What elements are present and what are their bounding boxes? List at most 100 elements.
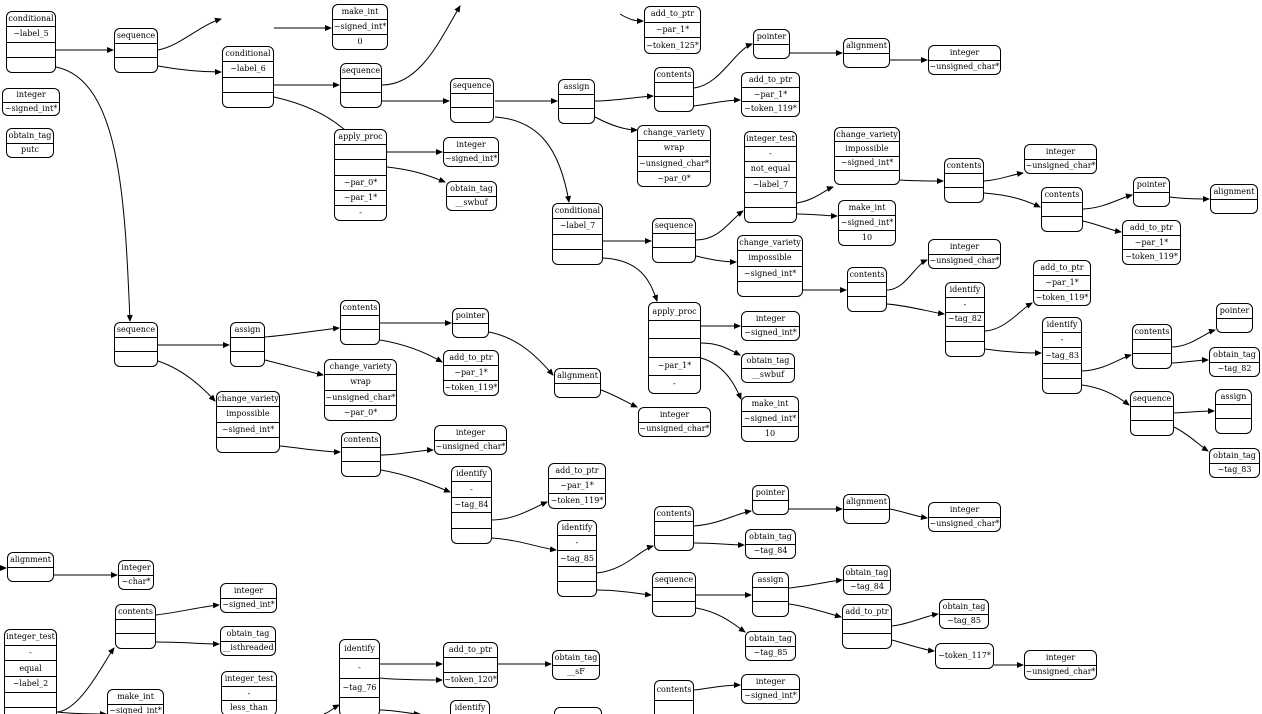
node-sequence[interactable]: sequence — [652, 218, 696, 263]
node-integer[interactable]: integer~signed_int* — [443, 137, 499, 167]
node-apply-proc[interactable]: apply_proc~par_1*- — [648, 302, 701, 394]
node-pointer[interactable]: pointer — [1216, 303, 1253, 333]
node-add-to-ptr[interactable]: add_to_ptr~par_1*~token_119* — [443, 350, 499, 396]
node-add-to-ptr[interactable]: add_to_ptr~par_1*~token_119* — [1122, 220, 1181, 265]
node-identify[interactable]: identify-~tag_76 — [339, 639, 380, 714]
node-identify[interactable]: identify — [450, 700, 490, 714]
node-pointer[interactable]: pointer — [452, 308, 489, 338]
node-integer[interactable]: integer~unsigned_char* — [928, 45, 1001, 75]
node-integer[interactable]: integer~char* — [118, 560, 154, 590]
node-integer[interactable]: integer~unsigned_char* — [434, 425, 507, 455]
node-blank[interactable] — [554, 707, 602, 714]
node-contents[interactable]: contents — [944, 158, 984, 203]
node-token-117[interactable]: ~token_117* — [935, 643, 994, 669]
node-identify[interactable]: identify-~tag_84 — [451, 466, 492, 544]
node-identify[interactable]: identify-~tag_83 — [1042, 317, 1082, 394]
node-obtain-tag[interactable]: obtain_tag~tag_85 — [939, 599, 989, 629]
node-integer[interactable]: integer~signed_int* — [220, 583, 277, 613]
node-field: ~label_2 — [5, 676, 56, 692]
node-contents[interactable]: contents — [340, 300, 380, 345]
node-alignment[interactable]: alignment — [843, 38, 890, 68]
node-alignment[interactable]: alignment — [7, 552, 54, 582]
node-obtain-tag[interactable]: obtain_tag~tag_84 — [843, 565, 891, 595]
node-sequence[interactable]: sequence — [652, 572, 696, 617]
node-integer[interactable]: integer~unsigned_char* — [638, 407, 711, 437]
node-make-int[interactable]: make_int~signed_int* — [107, 689, 164, 714]
node-make-int[interactable]: make_int~signed_int*10 — [741, 396, 799, 442]
node-obtain-tag[interactable]: obtain_tag~tag_83 — [1209, 448, 1260, 478]
node-contents[interactable]: contents — [115, 604, 156, 649]
node-contents[interactable]: contents — [654, 680, 694, 714]
node-contents[interactable]: contents — [1132, 324, 1172, 369]
node-obtain-tag[interactable]: obtain_tag~tag_82 — [1209, 347, 1260, 377]
node-integer[interactable]: integer~unsigned_char* — [1024, 650, 1097, 680]
node-integer[interactable]: integer~unsigned_char* — [928, 502, 1001, 532]
node-sequence[interactable]: sequence — [340, 63, 382, 108]
node-contents[interactable]: contents — [341, 432, 381, 477]
node-alignment[interactable]: alignment — [843, 494, 890, 524]
node-obtain-tag[interactable]: obtain_tag__isthreaded — [220, 626, 276, 656]
node-add-to-ptr[interactable]: add_to_ptr~par_1*~token_119* — [741, 72, 800, 117]
node-pointer[interactable]: pointer — [752, 485, 789, 515]
node-contents[interactable]: contents — [654, 67, 694, 112]
node-alignment[interactable]: alignment — [1210, 184, 1258, 214]
node-assign[interactable]: assign — [1215, 389, 1252, 434]
node-make-int[interactable]: make_int~signed_int*0 — [332, 4, 388, 50]
node-integer[interactable]: integer~signed_int* — [741, 674, 800, 704]
node-add-to-ptr[interactable]: add_to_ptr — [842, 604, 892, 649]
node-add-to-ptr[interactable]: add_to_ptr~token_120* — [443, 642, 498, 688]
edge-arrow — [600, 389, 638, 408]
node-make-int[interactable]: make_int~signed_int*10 — [838, 200, 896, 246]
node-apply-proc[interactable]: apply_proc~par_0*~par_1*- — [334, 129, 387, 221]
node-pointer[interactable]: pointer — [1133, 177, 1170, 207]
node-title: integer — [456, 139, 486, 149]
node-assign[interactable]: assign — [752, 572, 789, 617]
node-obtain-tag[interactable]: obtain_tag__sF — [552, 650, 600, 680]
node-field: ~tag_85 — [558, 550, 596, 565]
node-identify[interactable]: identify-~tag_85 — [557, 520, 597, 597]
node-obtain-tag[interactable]: obtain_tag~tag_84 — [745, 529, 796, 559]
node-add-to-ptr[interactable]: add_to_ptr~par_1*~token_119* — [548, 463, 606, 509]
node-title: identify — [456, 469, 487, 479]
node-field: ~signed_int* — [742, 325, 799, 341]
edge-arrow — [1173, 426, 1209, 452]
node-field — [452, 527, 491, 543]
node-sequence[interactable]: sequence — [114, 322, 158, 367]
node-conditional[interactable]: conditional~label_6 — [222, 46, 274, 108]
node-obtain-tag[interactable]: obtain_tag__swbuf — [446, 181, 497, 211]
node-sequence[interactable]: sequence — [114, 28, 158, 73]
node-sequence[interactable]: sequence — [1130, 391, 1174, 436]
node-assign[interactable]: assign — [230, 322, 265, 367]
node-integer-test[interactable]: integer_test-not_equal~label_7 — [744, 131, 797, 223]
node-field — [945, 172, 983, 188]
node-integer[interactable]: integer~unsigned_char* — [928, 239, 1001, 269]
node-integer[interactable]: integer~unsigned_char* — [1024, 144, 1097, 174]
node-obtain-tag[interactable]: obtain_tag~tag_85 — [745, 631, 796, 661]
node-contents[interactable]: contents — [847, 267, 887, 312]
node-add-to-ptr[interactable]: add_to_ptr~par_1*~token_125* — [644, 6, 701, 54]
node-field: __isthreaded — [221, 640, 275, 656]
node-contents[interactable]: contents — [654, 506, 694, 551]
node-title: add_to_ptr — [449, 353, 493, 362]
node-integer-test[interactable]: integer_test-less_than — [221, 671, 277, 714]
node-obtain-tag[interactable]: obtain_tag__swbuf — [741, 353, 795, 383]
node-conditional[interactable]: conditional~label_5 — [6, 11, 56, 73]
node-conditional[interactable]: conditional~label_7 — [552, 203, 603, 265]
node-alignment[interactable]: alignment — [554, 368, 601, 398]
node-integer[interactable]: integer~signed_int* — [741, 311, 800, 341]
node-identify[interactable]: identify-~tag_82 — [945, 282, 985, 357]
node-sequence[interactable]: sequence — [450, 78, 494, 123]
node-title: pointer — [1136, 179, 1167, 189]
node-integer[interactable]: integer~signed_int* — [2, 88, 60, 116]
node-integer-test[interactable]: integer_test-equal~label_2 — [4, 629, 57, 714]
node-pointer[interactable]: pointer — [753, 29, 790, 59]
node-add-to-ptr[interactable]: add_to_ptr~par_1*~token_119* — [1033, 260, 1091, 306]
node-assign[interactable]: assign — [558, 79, 595, 124]
node-contents[interactable]: contents — [1041, 187, 1083, 232]
